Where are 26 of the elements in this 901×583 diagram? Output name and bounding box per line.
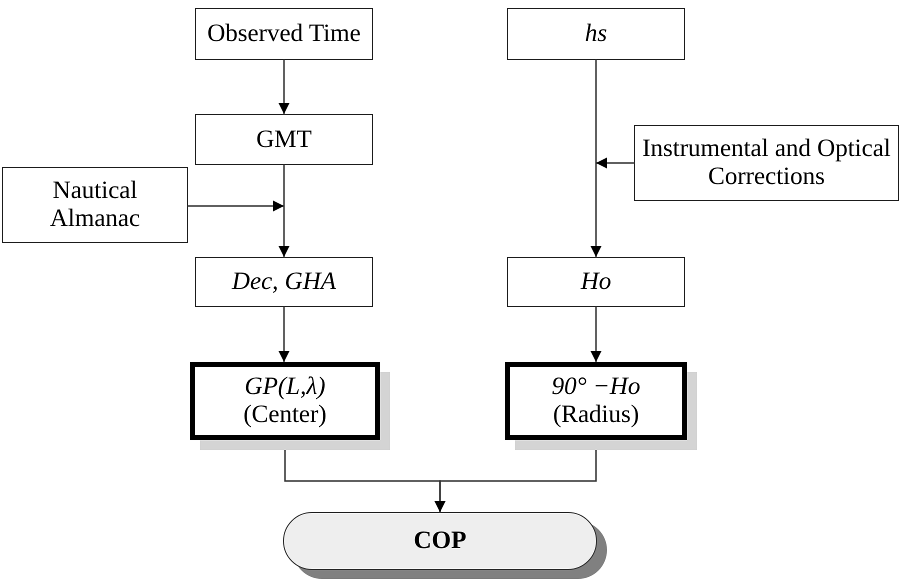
process-box [507, 8, 685, 60]
process-box [195, 8, 373, 60]
process-box [634, 125, 899, 201]
node-label: Instrumental and Optical Corrections [641, 135, 892, 191]
node-label: (Radius) [552, 401, 640, 429]
node-label: 90° −Ho [550, 373, 642, 401]
arrow [278, 60, 290, 114]
process-box [507, 257, 685, 307]
node-label: Observed Time [206, 20, 362, 48]
arrow [590, 307, 602, 362]
arrow [278, 165, 290, 257]
process-box [2, 167, 188, 243]
node-label: Ho [580, 268, 612, 296]
node-label: GMT [255, 126, 313, 154]
node-label: COP [412, 527, 468, 555]
arrow [590, 60, 602, 257]
node-label: (Center) [242, 401, 328, 429]
arrow [278, 307, 290, 362]
arrow [596, 158, 634, 168]
process-box [195, 257, 373, 307]
node-label: GP(L,λ) [244, 373, 326, 401]
node-label: Dec, GHA [230, 268, 338, 296]
arrow [188, 200, 284, 212]
process-box [195, 114, 373, 165]
node-label: Nautical Almanac [48, 177, 142, 233]
node-label: hs [584, 20, 608, 48]
